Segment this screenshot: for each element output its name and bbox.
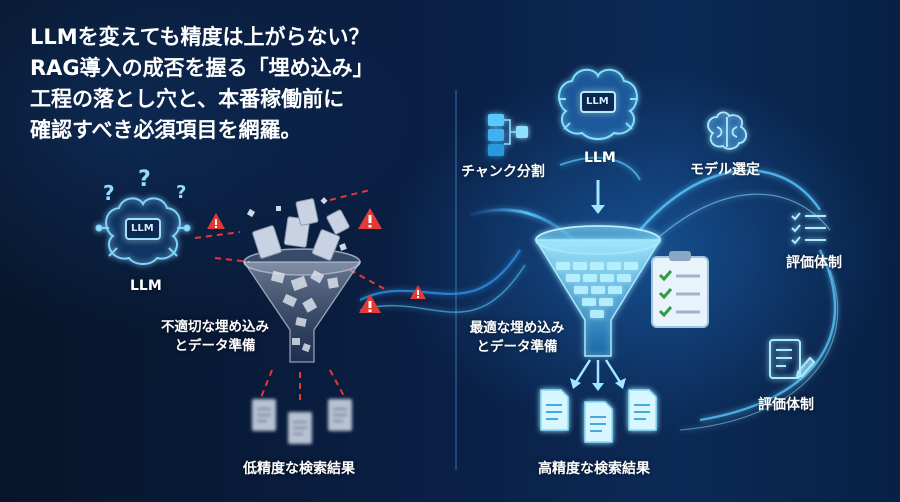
document-icon: [628, 389, 657, 431]
optimized-funnel: [534, 225, 662, 357]
question-mark-icon: ?: [103, 181, 115, 205]
document-icon: [328, 399, 352, 431]
llm-label-top: LLM: [584, 150, 616, 166]
optimal-funnel-label-line: とデータ準備: [476, 339, 558, 355]
document-icon: [252, 399, 276, 431]
warning-dashes: [194, 189, 391, 401]
llm-chip-text-left: LLM: [131, 223, 154, 234]
light-streams: [359, 156, 839, 431]
headline: LLMを変えても精度は上がらない？ RAG導入の成否を握る「埋め込み」 工程の落…: [30, 22, 420, 146]
warning-icon: [410, 285, 426, 299]
poor-funnel-label-line: とデータ準備: [174, 338, 256, 354]
high-precision-label: 高精度な検索結果: [538, 461, 650, 477]
question-mark-icon: ?: [138, 167, 151, 192]
model-brain-icon: [707, 111, 747, 150]
model-selection-label: モデル選定: [690, 162, 760, 178]
chunk-split-icon: [488, 114, 528, 156]
clipboard-icon: [651, 251, 709, 328]
checklist-icon: [791, 212, 826, 245]
high-precision-results: [540, 389, 657, 443]
poor-data-funnel: [242, 197, 362, 363]
brain-icon: [558, 68, 638, 140]
llm-label-left: LLM: [130, 278, 162, 294]
optimal-funnel-label-line: 最適な埋め込み: [469, 320, 565, 336]
evaluation-label-1: 評価体制: [786, 255, 842, 271]
arrow-spread-icon: [570, 359, 626, 391]
headline-line: LLMを変えても精度は上がらない？: [30, 25, 370, 49]
optimal-funnel-label: 最適な埋め込み とデータ準備: [462, 319, 572, 357]
headline-line: 確認すべき必須項目を網羅。: [30, 118, 302, 142]
document-icon: [288, 412, 312, 444]
headline-line: RAG導入の成否を握る「埋め込み」: [30, 56, 374, 80]
llm-chip-text-top: LLM: [586, 96, 609, 107]
headline-line: 工程の落とし穴と、本番稼働前に: [30, 87, 345, 111]
warning-icon: [358, 208, 382, 229]
brain-icon: [95, 197, 191, 265]
poor-funnel-label-line: 不適切な埋め込み: [161, 319, 269, 335]
evaluation-label-2: 評価体制: [758, 397, 814, 413]
low-precision-label: 低精度な検索結果: [243, 461, 355, 477]
question-mark-icon: ?: [176, 182, 186, 203]
poor-funnel-label: 不適切な埋め込み とデータ準備: [160, 318, 270, 356]
warning-icon: [207, 213, 225, 229]
arrow-down-icon: [591, 180, 605, 214]
low-precision-results: [252, 399, 352, 444]
document-icon: [584, 401, 613, 443]
warning-icon: [359, 294, 381, 313]
edit-form-icon: [769, 339, 816, 379]
document-icon: [540, 389, 569, 431]
chunk-split-label: チャンク分割: [461, 164, 545, 180]
